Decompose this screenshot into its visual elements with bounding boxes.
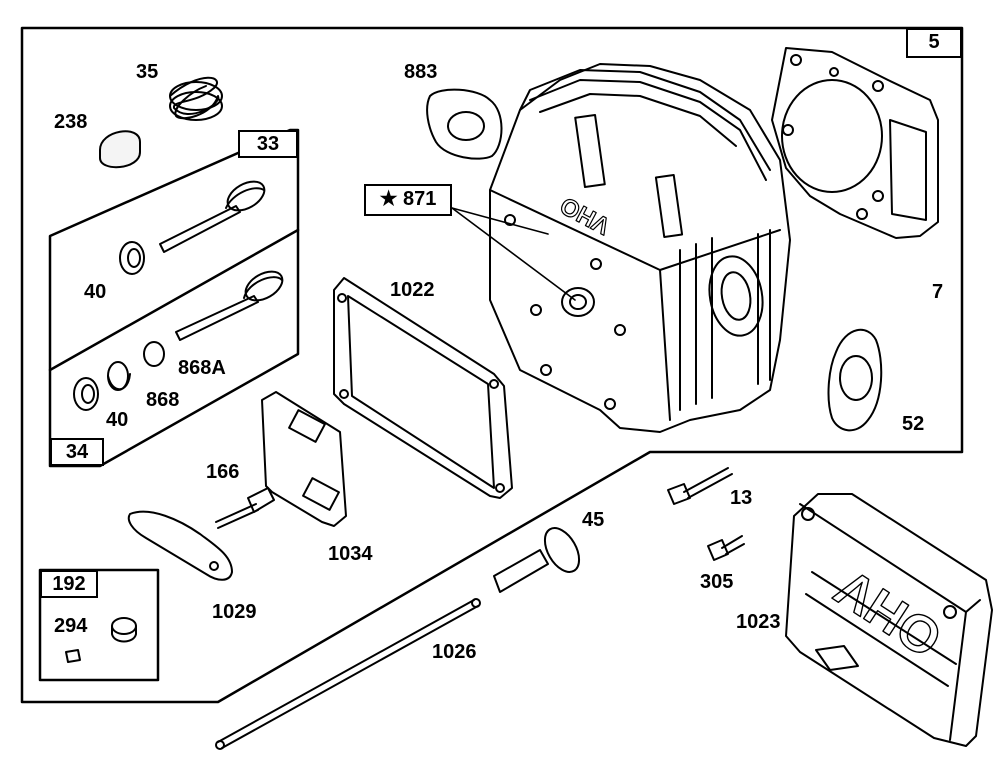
valve-washer-part [143,341,165,367]
adjuster-screw-part [65,649,81,663]
part-label-1034: 1034 [328,543,373,565]
intake-gasket-part [426,88,503,160]
head-gasket-part [771,47,939,239]
part-label-1026: 1026 [432,641,477,663]
assembly-outline [20,26,964,704]
part-label-7: 7 [932,281,944,303]
part-label-40-bottom: 40 [106,409,129,431]
intake-valve-part [175,270,284,341]
part-label-45: 45 [582,509,605,531]
push-rod-part [215,598,481,750]
group-label-5: 5 [906,28,962,58]
rocker-stud-part [215,487,275,529]
part-label-305: 305 [700,571,734,593]
part-label-40-top: 40 [84,281,107,303]
rocker-arm-part [127,510,233,581]
part-label-871-box: ★ 871 [364,184,452,216]
part-label-52: 52 [902,413,925,435]
part-label-238: 238 [54,111,88,133]
valve-cap-part [99,130,141,169]
part-label-868: 868 [146,389,180,411]
part-label-294: 294 [54,615,88,637]
rocker-cover-part [785,493,993,747]
valve-seal-part [107,361,131,391]
leader-871-a [451,207,576,301]
exhaust-valve-part [159,180,266,253]
valve-spring-part [169,76,223,121]
valve-keeper-lower-part [73,377,99,411]
part-label-13: 13 [730,487,753,509]
exhaust-gasket-part [827,328,883,432]
group-label-33: 33 [238,130,298,158]
leader-871-b [451,207,549,235]
group-label-34: 34 [50,438,104,466]
cover-gasket-part [333,277,513,499]
part-label-883: 883 [404,61,438,83]
part-label-1029: 1029 [212,601,257,623]
valve-kit-divider [48,228,300,372]
part-label-1022: 1022 [390,279,435,301]
part-label-1023: 1023 [736,611,781,633]
push-rod-guide-part [493,527,581,593]
part-label-35: 35 [136,61,159,83]
valve-keeper-part [119,241,145,275]
cover-screw-part [707,535,745,561]
cylinder-head-part [489,63,791,433]
part-label-868A: 868A [178,357,226,379]
breather-plate-part [261,391,347,527]
adjuster-nut-part [111,617,137,643]
group-label-192: 192 [40,570,98,598]
part-label-166: 166 [206,461,240,483]
adjuster-kit-outline [38,568,160,682]
head-bolt-part [667,467,733,505]
